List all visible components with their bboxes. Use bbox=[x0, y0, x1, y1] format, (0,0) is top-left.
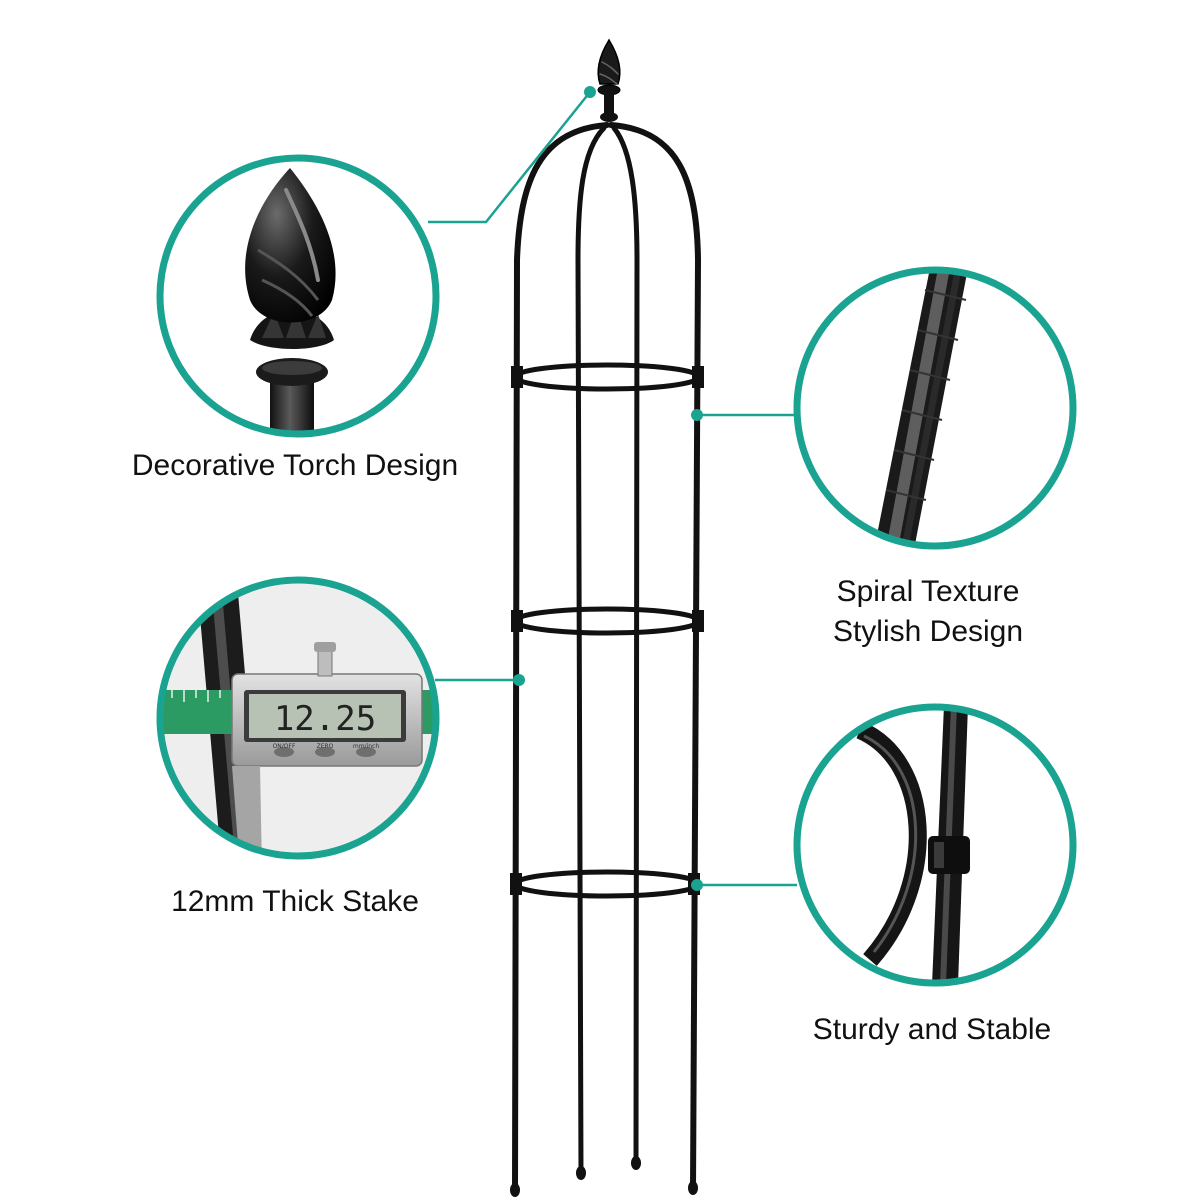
caption-thick-text: 12mm Thick Stake bbox=[171, 885, 419, 918]
callout-thickness-closeup: 12.25 ON/OFF ZERO mm/inch bbox=[156, 576, 440, 860]
caliper-button-power: ON/OFF bbox=[273, 743, 296, 750]
leader-lines bbox=[428, 91, 797, 887]
callout-sturdy-closeup bbox=[793, 703, 1077, 987]
caption-spiral-line-2: Stylish Design bbox=[832, 615, 1024, 648]
caliper-button-zero: ZERO bbox=[317, 743, 334, 750]
leader-dots bbox=[513, 86, 703, 891]
callout-torch-closeup bbox=[156, 154, 440, 438]
caliper-reading: 12.25 bbox=[274, 699, 376, 739]
caption-spiral-texture: Spiral Texture Stylish Design bbox=[728, 572, 1128, 652]
caption-torch-text: Decorative Torch Design bbox=[131, 449, 459, 482]
obelisk-trellis bbox=[510, 38, 704, 1197]
finial-torch bbox=[597, 38, 621, 122]
caption-torch-design: Decorative Torch Design bbox=[95, 446, 495, 486]
caption-spiral-line-1: Spiral Texture bbox=[836, 575, 1020, 608]
caption-thick-stake: 12mm Thick Stake bbox=[95, 882, 495, 922]
caption-sturdy-stable: Sturdy and Stable bbox=[732, 1010, 1132, 1050]
leader-line-torch bbox=[428, 91, 591, 224]
caliper-button-unit: mm/inch bbox=[353, 743, 379, 750]
caption-sturdy-text: Sturdy and Stable bbox=[812, 1013, 1052, 1046]
callout-spiral-closeup bbox=[793, 266, 1077, 550]
